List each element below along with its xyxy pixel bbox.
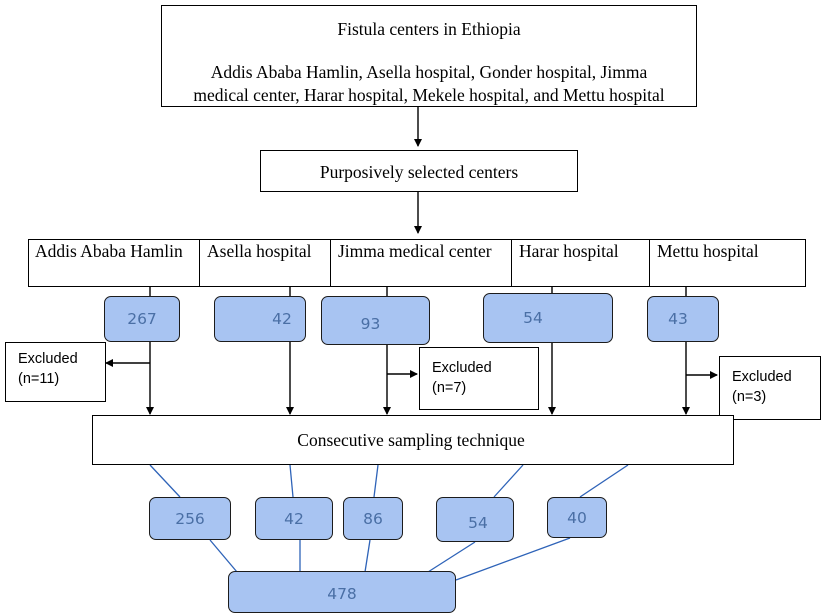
enrolled-count-jimma: 93 xyxy=(321,296,430,345)
sampled-count-asella: 42 xyxy=(255,497,333,540)
excluded-label-mettu: Excluded xyxy=(732,369,792,385)
excluded-label-jimma: Excluded xyxy=(432,360,492,376)
selected-centers-row xyxy=(28,239,806,287)
line-sampling-to-40 xyxy=(579,464,629,498)
line-86-to-total xyxy=(364,539,371,573)
line-256-to-total xyxy=(209,539,238,573)
total-sample-box: 478 xyxy=(228,571,456,613)
line-sampling-to-256 xyxy=(149,464,181,498)
fistula-centers-list-line1: Addis Ababa Hamlin, Asella hospital, Gon… xyxy=(210,62,648,82)
excluded-box-jimma: Excluded (n=7) xyxy=(419,347,539,410)
enrolled-count-hamlin: 267 xyxy=(104,296,180,342)
line-54-to-total xyxy=(427,541,476,573)
sampling-technique-box: Consecutive sampling technique xyxy=(92,415,734,465)
fistula-centers-box: Fistula centers in Ethiopia Addis Ababa … xyxy=(161,5,697,107)
line-sampling-to-86 xyxy=(373,464,379,498)
sampled-count-mettu: 40 xyxy=(547,497,607,538)
fistula-centers-title: Fistula centers in Ethiopia xyxy=(337,19,521,39)
line-40-to-total xyxy=(455,537,571,581)
sampled-count-harar: 54 xyxy=(436,497,514,542)
enrolled-count-mettu: 43 xyxy=(647,296,719,342)
enrolled-count-asella: 42 xyxy=(214,296,306,342)
excluded-n-jimma: (n=7) xyxy=(432,380,467,396)
purposive-selection-box: Purposively selected centers xyxy=(260,150,578,192)
center-mettu-hospital: Mettu hospital xyxy=(649,239,806,287)
sampling-technique-label: Consecutive sampling technique xyxy=(297,429,525,450)
center-addis-ababa-hamlin: Addis Ababa Hamlin xyxy=(35,241,183,261)
sampled-count-hamlin: 256 xyxy=(149,497,231,540)
excluded-box-mettu: Excluded (n=3) xyxy=(719,356,821,420)
excluded-box-hamlin: Excluded (n=11) xyxy=(5,342,106,402)
fistula-centers-list-line2: medical center, Harar hospital, Mekele h… xyxy=(193,85,665,105)
purposive-selection-label: Purposively selected centers xyxy=(319,162,519,182)
center-asella-hospital: Asella hospital xyxy=(199,239,330,287)
excluded-n-hamlin: (n=11) xyxy=(18,371,60,387)
line-sampling-to-42 xyxy=(289,464,294,498)
sampled-count-jimma: 86 xyxy=(343,497,403,540)
enrolled-count-harar: 54 xyxy=(483,293,613,343)
excluded-n-mettu: (n=3) xyxy=(732,389,767,405)
excluded-label-hamlin: Excluded xyxy=(18,351,78,367)
line-sampling-to-54 xyxy=(493,464,524,498)
center-harar-hospital: Harar hospital xyxy=(511,239,649,287)
center-jimma-medical-center: Jimma medical center xyxy=(330,239,511,287)
